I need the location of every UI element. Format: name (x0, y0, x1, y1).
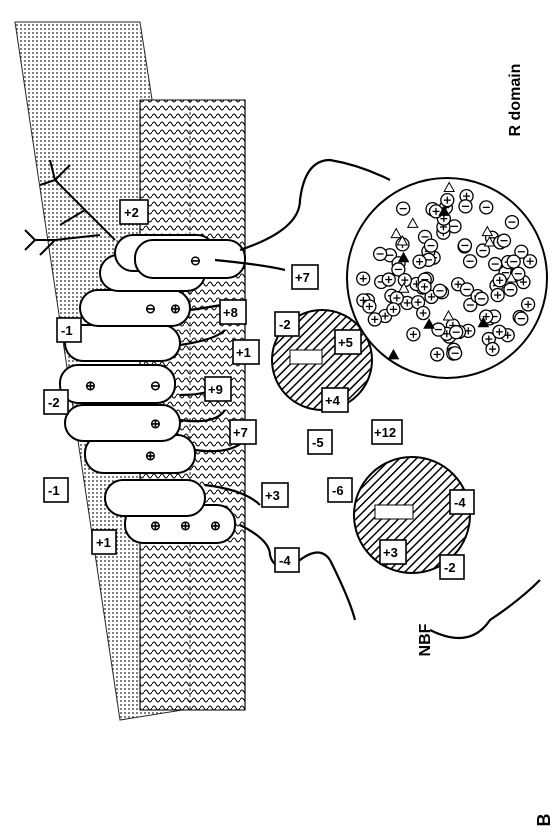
r-domain-charges (356, 181, 538, 362)
charge-box-nbf2-2: +3 (379, 539, 407, 565)
phosphorylation-site-marker (423, 318, 435, 329)
charge-label: +3 (265, 488, 280, 503)
charge-label: +1 (236, 345, 251, 360)
cyto-loop-charge-boxes: -4 +3 +7 +9 +8 +1 +7 (204, 264, 319, 573)
charge-box-nbf2-4: -4 (449, 489, 475, 515)
charge-box-tm-1: +1 (91, 529, 117, 555)
phosphorylation-site-marker (438, 205, 450, 216)
charge-box-tm-3: -2 (43, 389, 69, 415)
svg-text:⊖: ⊖ (145, 301, 156, 316)
svg-text:⊖: ⊖ (190, 253, 201, 268)
glycosylation-branches (24, 159, 116, 256)
svg-text:⊕: ⊕ (85, 378, 96, 393)
svg-text:⊕: ⊕ (210, 518, 221, 533)
charge-label: +8 (223, 305, 238, 320)
svg-text:⊕: ⊕ (180, 518, 191, 533)
charge-label: +12 (374, 425, 396, 440)
transmembrane-helices: ⊕⊕⊕ ⊕ ⊕ ⊕⊖ ⊖⊕ ⊖ (59, 234, 246, 544)
tm-helix-5: ⊕⊖ (59, 364, 176, 404)
phosphorylation-site-marker (396, 234, 409, 246)
charge-box-cyto-6: +1 (232, 339, 260, 365)
charge-label: +9 (208, 382, 223, 397)
phosphorylation-site-marker (387, 348, 400, 360)
charge-label: +4 (325, 393, 341, 408)
phosphorylation-site-marker (406, 217, 419, 228)
charge-box-cyto-1: -4 (274, 547, 300, 573)
charge-box-nbf1-4: -5 (307, 429, 333, 455)
nbf1-charge-boxes: -2 +5 +4 -5 +12 (274, 311, 403, 455)
charge-label: -2 (279, 317, 291, 332)
charge-box-cyto-3: +7 (229, 419, 257, 445)
charge-label: +7 (295, 270, 310, 285)
phosphorylation-site-marker (483, 236, 496, 247)
svg-text:⊕: ⊕ (150, 416, 161, 431)
panel-letter: B (534, 814, 554, 827)
charge-label: -5 (312, 435, 324, 450)
charge-label: +5 (338, 335, 353, 350)
phosphorylation-site-marker (443, 181, 456, 193)
nbf-label: NBF (417, 623, 434, 656)
phosphorylation-site-marker (477, 316, 490, 328)
charge-box-cyto-7: +7 (291, 264, 319, 290)
svg-text:⊕: ⊕ (170, 301, 181, 316)
charge-box-tm-5: +2 (119, 199, 149, 225)
charge-label: -1 (48, 483, 60, 498)
charge-box-nbf1-2: +5 (334, 329, 362, 355)
charge-box-cyto-5: +8 (219, 299, 247, 325)
charge-box-nbf1-3: +4 (321, 387, 349, 413)
r-domain-label: R domain (507, 64, 524, 137)
charge-label: +2 (124, 205, 139, 220)
charge-box-nbf1-1: -2 (274, 311, 300, 337)
nbf2-charge-boxes: -6 +3 -2 -4 (327, 477, 475, 580)
tm-helix-10: ⊖ (134, 239, 246, 279)
charge-label: -2 (444, 560, 456, 575)
charge-label: +1 (96, 535, 111, 550)
tm-loop-charge-boxes: +1 -1 -2 -1 +2 (43, 199, 149, 555)
charge-box-nbf2-3: -2 (439, 554, 465, 580)
charge-label: -6 (332, 483, 344, 498)
tm-helix-2 (104, 479, 206, 517)
charge-label: +7 (233, 425, 248, 440)
charge-label: -4 (279, 553, 291, 568)
tm-helix-7: ⊖⊕ (79, 289, 191, 327)
charge-box-nbf1-5: +12 (371, 419, 403, 445)
charge-box-tm-2: -1 (43, 477, 69, 503)
phosphorylation-site-marker (390, 227, 403, 239)
phosphorylation-site-marker (397, 282, 410, 293)
svg-text:⊕: ⊕ (145, 448, 156, 463)
tm-helix-6 (64, 324, 181, 362)
charge-label: -4 (454, 495, 466, 510)
charge-box-tm-4: -1 (56, 317, 82, 343)
phosphorylation-site-marker (481, 225, 494, 237)
svg-text:⊕: ⊕ (150, 518, 161, 533)
phosphorylation-site-marker (505, 272, 518, 283)
charge-label: -2 (48, 395, 60, 410)
charge-box-cyto-2: +3 (261, 482, 289, 508)
charge-label: +3 (383, 545, 398, 560)
r-domain (346, 177, 548, 379)
charge-box-nbf2-1: -6 (327, 477, 353, 503)
tm-helix-4: ⊕ (64, 404, 181, 442)
charge-label: -1 (61, 323, 73, 338)
phosphorylation-site-marker (397, 251, 410, 263)
phosphorylation-site-marker (442, 309, 455, 321)
svg-text:⊖: ⊖ (150, 378, 161, 393)
charge-box-cyto-4: +9 (204, 376, 232, 402)
